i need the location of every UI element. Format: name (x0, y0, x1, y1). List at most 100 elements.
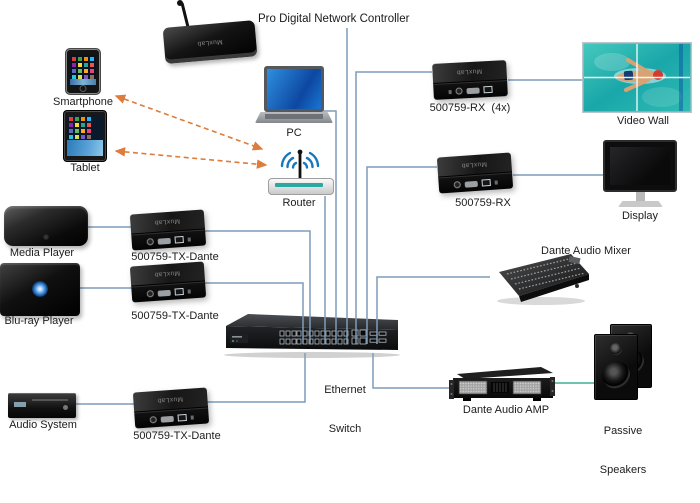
dip-switch (190, 414, 194, 420)
controller-body: MuxLab (162, 20, 258, 64)
speakers-label-line1: Passive (603, 425, 643, 437)
smartphone-dock (70, 79, 96, 85)
ethernet-switch-label: Ethernet Switch (324, 358, 366, 462)
db9-port (466, 87, 480, 94)
rj45-port (481, 178, 491, 187)
bluray-label: Blu-ray Player (4, 315, 74, 327)
power-jack (146, 290, 155, 298)
wifi-signal-icon (280, 149, 320, 180)
router-body (268, 178, 334, 195)
media-player-device (4, 206, 88, 246)
wireless-arrow-smartphone-router (114, 94, 264, 151)
tx-dante-bluray-device: MuxLab (129, 261, 207, 303)
switch-label-line2: Switch (328, 423, 362, 435)
db9-port (157, 237, 171, 245)
audio-system-device (8, 393, 76, 418)
rx-video-wall-label: 500759-RX (4x) (429, 102, 511, 114)
audio-system-label: Audio System (9, 419, 77, 431)
tablet-screen (67, 115, 103, 156)
brand-text: MuxLab (154, 269, 181, 278)
dante-audio-mixer-label: Dante Audio Mixer (541, 245, 631, 257)
router-led-strip (275, 183, 323, 187)
mixer-graphic (497, 254, 589, 305)
tx-dante-media-device: MuxLab (129, 209, 207, 251)
audio-system-knob (63, 405, 68, 410)
power-jack (149, 416, 158, 424)
speakers-label-line2: Speakers (599, 464, 647, 476)
display-label: Display (621, 210, 659, 222)
laptop-screen (267, 69, 321, 109)
dip-switch (494, 179, 498, 185)
video-wall-image (582, 42, 692, 113)
pc-label: PC (286, 127, 302, 139)
app-icons (69, 117, 73, 121)
wire-tx3-switch (206, 353, 306, 403)
laptop-screen-bezel (264, 66, 324, 112)
rx-display-device: MuxLab (436, 152, 514, 194)
power-jack (455, 87, 463, 95)
rx-video-wall-device: MuxLab (432, 60, 508, 100)
power-jack (453, 181, 462, 189)
audio-system-slot (32, 399, 68, 401)
smartphone-label: Smartphone (53, 96, 113, 108)
display-bezel (603, 140, 677, 192)
db9-port (464, 180, 478, 188)
dip-switch (187, 236, 191, 242)
antenna-tip (177, 0, 183, 6)
tx-dante-media-label: 500759-TX-Dante (131, 251, 219, 263)
dante-audio-amp-label: Dante Audio AMP (462, 404, 550, 416)
tablet-label: Tablet (70, 162, 100, 174)
bluray-player-device (0, 263, 80, 316)
pro-digital-network-controller-device: MuxLab (160, 0, 260, 64)
power-jack (146, 238, 155, 246)
brand-text: MuxLab (196, 37, 224, 47)
switch-graphic (224, 314, 400, 358)
display-base (618, 201, 663, 207)
passive-speakers-label: Passive Speakers (600, 399, 646, 503)
laptop-keyboard (265, 114, 323, 119)
network-diagram: MuxLab Pro Digital Network Controller Sm… (0, 0, 692, 476)
dip-switch (187, 288, 191, 294)
tx-dante-audio-device: MuxLab (132, 387, 210, 429)
router-label: Router (282, 197, 316, 209)
tablet-device (63, 110, 107, 162)
brand-text: MuxLab (154, 217, 181, 226)
bluray-power-light (32, 281, 48, 297)
router-device (266, 144, 334, 196)
amp-graphic (449, 367, 555, 401)
app-icons (72, 57, 76, 61)
brand-text: MuxLab (461, 160, 488, 169)
dip-switch (448, 89, 452, 94)
diagram-title: Pro Digital Network Controller (258, 13, 410, 25)
wire-switch-rx4 (355, 71, 432, 344)
display-screen (610, 147, 670, 185)
tx-dante-audio-label: 500759-TX-Dante (133, 430, 221, 442)
rj45-port (174, 287, 184, 296)
rx-ports (433, 80, 508, 100)
video-wall-device (582, 42, 692, 113)
rj45-port (483, 85, 493, 94)
display-device (603, 140, 679, 210)
speaker-front (594, 334, 638, 400)
rx-display-label: 500759-RX (455, 197, 511, 209)
home-button (79, 85, 87, 92)
pc-laptop-device (255, 66, 333, 126)
rj45-port (177, 413, 187, 422)
wire-switch-amp (372, 353, 450, 389)
media-player-logo (43, 234, 49, 240)
woofer (602, 361, 630, 389)
smartphone-screen (70, 55, 96, 79)
brand-text: MuxLab (456, 67, 483, 76)
tablet-photo (67, 140, 103, 156)
audio-system-display (14, 402, 26, 407)
smartphone-device (65, 48, 101, 95)
tweeter (610, 343, 622, 355)
media-player-label: Media Player (9, 247, 75, 259)
brand-text: MuxLab (157, 395, 184, 404)
db9-port (160, 415, 174, 423)
dante-audio-mixer-device (485, 250, 593, 306)
rj45-port (174, 235, 184, 244)
display-stand (636, 192, 645, 201)
dante-audio-amp-device (449, 364, 555, 404)
video-wall-label: Video Wall (617, 115, 669, 127)
